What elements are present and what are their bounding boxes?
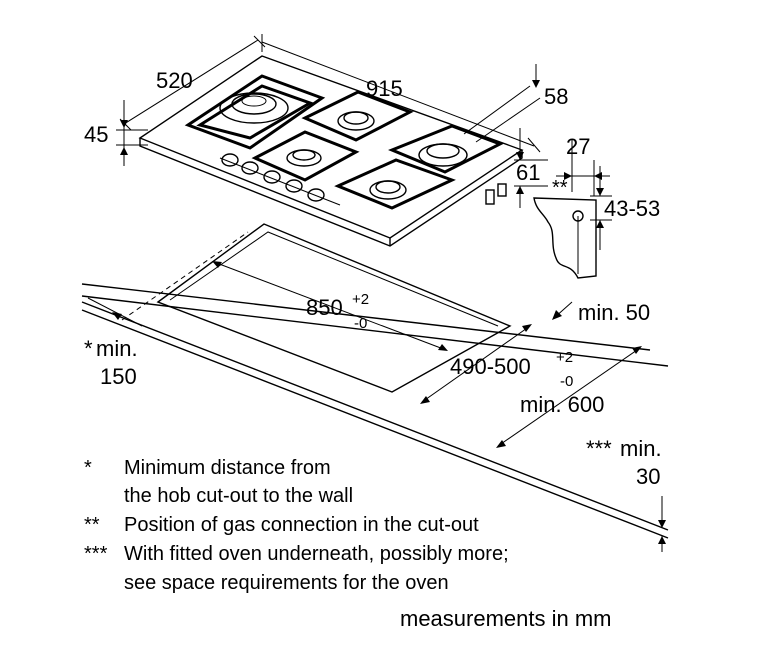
note-1-line-1: Minimum distance from <box>124 457 331 479</box>
knob-strip <box>219 157 341 206</box>
dim-min-50: min. 50 <box>578 300 650 325</box>
dim-connection-height: 43-53 <box>604 196 660 221</box>
burner-back-middle <box>337 111 375 131</box>
control-knobs <box>221 153 325 202</box>
dim-min-30-value: 30 <box>636 464 660 489</box>
pan-supports <box>184 74 504 210</box>
connection-marker: ** <box>552 177 568 199</box>
burner-front-right <box>369 180 407 200</box>
dim-cutout-width: 850 <box>306 295 343 320</box>
hob-front-edge <box>139 138 523 247</box>
units-note: measurements in mm <box>400 606 612 631</box>
notes-legend: * Minimum distance from the hob cut-out … <box>84 457 509 594</box>
note-1-line-2: the hob cut-out to the wall <box>124 485 353 507</box>
dim-hob-height: 45 <box>84 122 108 147</box>
dim-min-150-value: 150 <box>100 364 137 389</box>
note-3-marker: *** <box>84 543 108 565</box>
hob-dimensions: 520 915 45 58 61 <box>84 34 568 208</box>
hob-glass-top <box>138 55 524 239</box>
dim-58: 58 <box>544 84 568 109</box>
worktop-front-edge <box>81 301 669 531</box>
note-2-marker: ** <box>84 514 100 536</box>
hob <box>138 55 524 247</box>
dim-min-150-label: min. <box>96 336 138 361</box>
cutout-dimensions: 850 +2 -0 490-500 +2 -0 min. 600 min. 50… <box>84 261 666 552</box>
dim-cutout-depth-tol-plus: +2 <box>556 349 573 366</box>
dim-61: 61 <box>516 160 540 185</box>
dim-cutout-depth: 490-500 <box>450 354 531 379</box>
wall-marker: * <box>84 336 93 361</box>
dim-min-600: min. 600 <box>520 392 604 417</box>
worktop <box>81 223 669 539</box>
burner-front-middle <box>286 149 322 167</box>
dim-hob-depth: 520 <box>156 68 193 93</box>
gas-connection-detail: 27 43-53 ** <box>533 134 660 279</box>
note-2-line-1: Position of gas connection in the cut-ou… <box>124 514 479 536</box>
dim-cutout-width-tol-plus: +2 <box>352 291 369 308</box>
dim-min-30-label: min. <box>620 436 662 461</box>
oven-marker: *** <box>586 436 612 461</box>
dim-hob-width: 915 <box>366 76 403 101</box>
cutout <box>156 223 512 393</box>
note-3-line-2: see space requirements for the oven <box>124 572 449 594</box>
note-1-marker: * <box>84 457 92 479</box>
dim-cutout-width-tol-minus: -0 <box>354 315 367 332</box>
burner-back-left <box>219 92 289 124</box>
dim-27: 27 <box>566 134 590 159</box>
note-3-line-1: With fitted oven underneath, possibly mo… <box>124 543 509 565</box>
burner-back-right <box>418 143 468 167</box>
dim-cutout-depth-tol-minus: -0 <box>560 373 573 390</box>
